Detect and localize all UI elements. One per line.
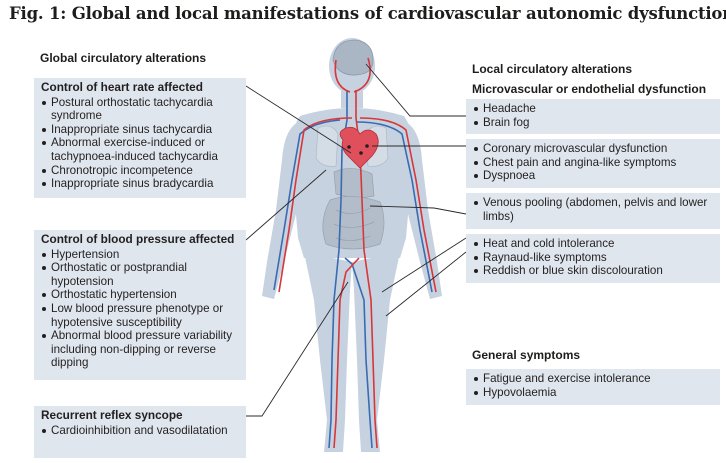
- list-item: Coronary microvascular dysfunction: [473, 142, 716, 156]
- list-item: Reddish or blue skin discolouration: [473, 264, 716, 278]
- local-subheading: Microvascular or endothelial dysfunction: [472, 82, 707, 96]
- blood-pressure-title: Control of blood pressure affected: [41, 232, 235, 246]
- general-symptoms-panel: Fatigue and exercise intolerance Hypovol…: [466, 369, 720, 405]
- list-item: Headache: [473, 102, 716, 116]
- leader-lines: [245, 63, 467, 417]
- list-item: Low blood pressure phenotype or hypotens…: [41, 302, 242, 329]
- blood-pressure-panel: Control of blood pressure affected Hyper…: [34, 230, 246, 380]
- list-item: Fatigue and exercise intolerance: [473, 372, 716, 386]
- brain-organ: [332, 39, 374, 76]
- list-item: Orthostatic hypertension: [41, 288, 242, 302]
- arteries: [278, 57, 437, 449]
- list-item: Cardioinhibition and vasodilatation: [41, 424, 242, 438]
- heart-rate-title: Control of heart rate affected: [41, 80, 203, 94]
- general-heading: General symptoms: [472, 348, 581, 362]
- cardiac-symptoms-panel: Coronary microvascular dysfunction Chest…: [466, 139, 720, 188]
- list-item: Inappropriate sinus tachycardia: [41, 123, 242, 137]
- heart-organ: [339, 126, 379, 169]
- list-item: Brain fog: [473, 116, 716, 130]
- list-item: Inappropriate sinus bradycardia: [41, 177, 242, 191]
- list-item: Hypertension: [41, 248, 242, 262]
- list-item: Dyspnoea: [473, 169, 716, 183]
- list-item: Postural orthostatic tachycardia syndrom…: [41, 96, 242, 123]
- list-item: Chronotropic incompetence: [41, 164, 242, 178]
- venous-pooling-panel: Venous pooling (abdomen, pelvis and lowe…: [466, 193, 720, 229]
- skin-symptoms-panel: Heat and cold intolerance Raynaud-like s…: [466, 234, 720, 283]
- heart-rate-panel: Control of heart rate affected Postural …: [34, 78, 246, 198]
- list-item: Abnormal exercise-induced or tachypnoea-…: [41, 136, 242, 163]
- list-item: Heat and cold intolerance: [473, 237, 716, 251]
- list-item: Orthostatic or postprandial hypotension: [41, 261, 242, 288]
- syncope-title: Recurrent reflex syncope: [41, 408, 183, 422]
- list-item: Abnormal blood pressure variability incl…: [41, 329, 242, 370]
- figure-title: Fig. 1: Global and local manifestations …: [9, 4, 726, 23]
- list-item: Raynaud-like symptoms: [473, 251, 716, 265]
- brain-symptoms-panel: Headache Brain fog: [466, 99, 720, 134]
- list-item: Hypovolaemia: [473, 386, 716, 400]
- list-item: Venous pooling (abdomen, pelvis and lowe…: [473, 196, 716, 223]
- syncope-panel: Recurrent reflex syncope Cardioinhibitio…: [34, 406, 246, 458]
- list-item: Chest pain and angina-like symptoms: [473, 156, 716, 170]
- global-heading: Global circulatory alterations: [40, 51, 207, 65]
- abdominal-organs: [322, 168, 385, 250]
- local-heading: Local circulatory alterations: [472, 62, 633, 76]
- veins: [273, 90, 433, 449]
